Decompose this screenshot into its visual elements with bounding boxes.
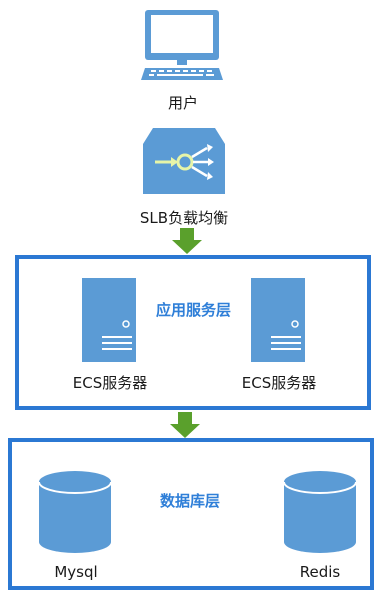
- desktop-computer-icon: [141, 10, 223, 80]
- database-icon: [283, 471, 357, 553]
- database-icon: [38, 471, 112, 553]
- server-label: ECS服务器: [72, 374, 148, 392]
- load-balancer-icon: [143, 128, 225, 194]
- database-tier-title: 数据库层: [160, 492, 221, 510]
- mysql-label: Mysql: [54, 563, 98, 581]
- user-label: 用户: [167, 94, 198, 112]
- server-icon: [82, 278, 136, 362]
- server-label: ECS服务器: [241, 374, 317, 392]
- load-balancer-label: SLB负载均衡: [139, 209, 229, 227]
- server-icon: [251, 278, 305, 362]
- application-tier-title: 应用服务层: [156, 301, 232, 319]
- redis-label: Redis: [299, 563, 341, 581]
- application-tier: [15, 255, 371, 410]
- down-arrow-icon: [172, 228, 202, 254]
- down-arrow-icon: [170, 412, 200, 438]
